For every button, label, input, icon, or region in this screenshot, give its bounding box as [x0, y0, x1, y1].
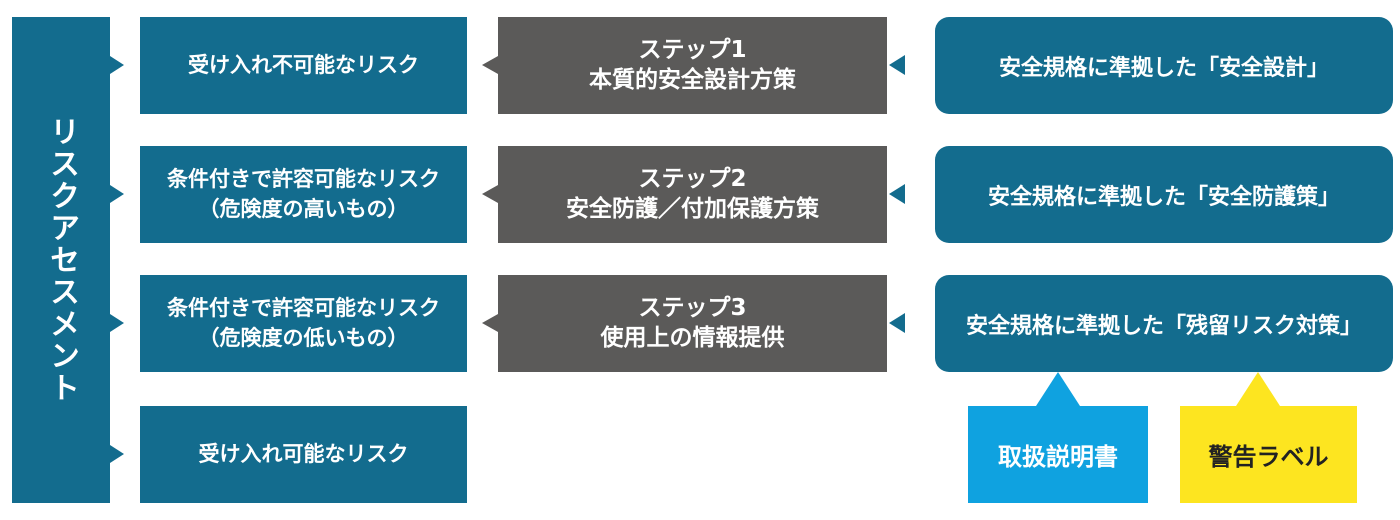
manual-box: 取扱説明書	[968, 406, 1148, 503]
risk-subtext: （危険度の低いもの）	[198, 325, 409, 350]
arrow-to-risk-1	[110, 56, 124, 74]
step-label: ステップ1	[638, 36, 747, 63]
arrow-manual-pointer	[1036, 372, 1080, 406]
step-label: ステップ3	[638, 294, 747, 321]
standard-text: 安全規格に準拠した「安全防護策」	[987, 184, 1340, 210]
risk-box-conditional-high: 条件付きで許容可能なリスク （危険度の高いもの）	[140, 146, 467, 243]
standard-text: 安全規格に準拠した「安全設計」	[998, 55, 1329, 81]
manual-text: 取扱説明書	[998, 443, 1118, 471]
risk-text: 条件付きで許容可能なリスク	[167, 296, 440, 321]
warning-label-box: 警告ラベル	[1180, 406, 1357, 503]
arrow-to-risk-3	[110, 314, 124, 332]
risk-text: 受け入れ可能なリスク	[198, 441, 409, 466]
step-label: ステップ2	[638, 165, 747, 192]
step-measure: 使用上の情報提供	[600, 324, 785, 351]
standard-text: 安全規格に準拠した「残留リスク対策」	[965, 313, 1362, 339]
arrow-standard2-to-step	[889, 184, 905, 204]
risk-box-conditional-low: 条件付きで許容可能なリスク （危険度の低いもの）	[140, 275, 467, 372]
risk-box-unacceptable: 受け入れ不可能なリスク	[140, 17, 467, 114]
arrow-to-risk-2	[110, 185, 124, 203]
arrow-warning-pointer	[1236, 372, 1280, 406]
standard-box-safe-design: 安全規格に準拠した「安全設計」	[935, 17, 1393, 114]
standard-box-safeguard: 安全規格に準拠した「安全防護策」	[935, 146, 1393, 243]
risk-subtext: （危険度の高いもの）	[198, 196, 409, 221]
step-measure: 安全防護／付加保護方策	[566, 195, 819, 222]
arrow-to-risk-4	[110, 445, 124, 463]
standard-box-residual-risk: 安全規格に準拠した「残留リスク対策」	[935, 275, 1393, 372]
arrow-step2-to-risk	[482, 185, 498, 203]
step-measure: 本質的安全設計方策	[589, 66, 796, 93]
arrow-step1-to-risk	[482, 56, 498, 74]
risk-box-acceptable: 受け入れ可能なリスク	[140, 406, 467, 503]
step-box-2: ステップ2 安全防護／付加保護方策	[498, 146, 887, 243]
step-box-3: ステップ3 使用上の情報提供	[498, 275, 887, 372]
arrow-standard1-to-step	[889, 55, 905, 75]
warning-label-text: 警告ラベル	[1208, 443, 1329, 471]
risk-assessment-label: リスクアセスメント	[44, 116, 79, 404]
arrow-standard3-to-step	[889, 313, 905, 333]
risk-text: 受け入れ不可能なリスク	[188, 52, 419, 77]
risk-assessment-bar: リスクアセスメント	[12, 17, 110, 503]
step-box-1: ステップ1 本質的安全設計方策	[498, 17, 887, 114]
risk-text: 条件付きで許容可能なリスク	[167, 167, 440, 192]
arrow-step3-to-risk	[482, 314, 498, 332]
